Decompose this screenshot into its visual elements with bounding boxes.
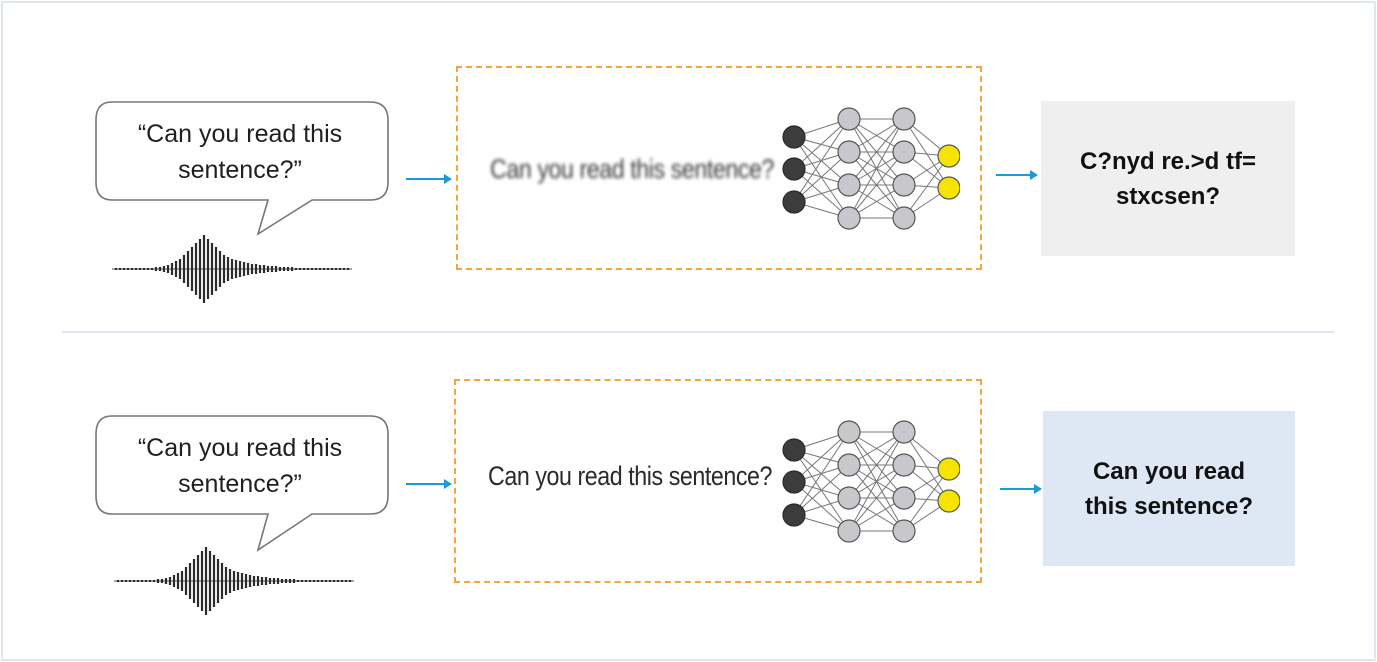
nn-input-node (782, 438, 806, 462)
nn-edge (848, 431, 905, 532)
nn-output-node (937, 144, 960, 168)
sound-wave-icon (112, 235, 352, 303)
nn-edge (848, 464, 905, 532)
speech-bubble-shape (95, 101, 389, 236)
nn-hidden-node (837, 140, 861, 164)
neural-network-icon (782, 420, 960, 543)
arrow-icon (1000, 484, 1042, 494)
nn-hidden-node (837, 173, 861, 197)
nn-edge (848, 118, 905, 186)
nn-edge (793, 431, 850, 516)
nn-edge (848, 118, 905, 219)
nn-hidden-node (837, 107, 861, 131)
nn-hidden-node (837, 420, 861, 444)
row-noisy-input: “Can you read this sentence?” Can you re… (0, 0, 1377, 303)
nn-edge (793, 464, 850, 516)
nn-input-node (782, 157, 806, 181)
nn-input-node (782, 190, 806, 214)
output-text: Can you read this sentence? (1084, 457, 1254, 520)
nn-hidden-node (837, 206, 861, 230)
nn-input-node (782, 503, 806, 527)
nn-hidden-node (892, 453, 916, 477)
arrow-icon (406, 479, 452, 489)
arrow-icon (996, 170, 1038, 180)
nn-edge (903, 155, 950, 219)
output-box: Can you read this sentence? (1043, 411, 1295, 566)
row-clean-input: “Can you read this sentence?” Can you re… (0, 0, 1377, 615)
nn-hidden-node (892, 486, 916, 510)
nn-edge (793, 151, 850, 203)
output-box: C?nyd re.>d tf= stxcsen? (1041, 101, 1295, 256)
nn-edge (848, 431, 905, 499)
model-box: Can you read this sentence? (456, 66, 982, 270)
speech-text: “Can you read this sentence?” (137, 120, 343, 184)
neural-network-icon (782, 107, 960, 230)
output-text: C?nyd re.>d tf= stxcsen? (1079, 147, 1257, 210)
nn-edge (848, 151, 905, 219)
model-box: Can you read this sentence? (454, 379, 982, 583)
nn-hidden-node (892, 107, 916, 131)
nn-hidden-node (892, 206, 916, 230)
model-input-text: Can you read this sentence? (488, 461, 773, 491)
nn-edge (793, 118, 850, 203)
nn-hidden-node (837, 486, 861, 510)
nn-input-node (782, 125, 806, 149)
speech-bubble-shape (95, 415, 389, 552)
nn-hidden-node (892, 173, 916, 197)
arrow-icon (406, 174, 452, 184)
nn-input-node (782, 470, 806, 494)
nn-hidden-node (892, 420, 916, 444)
nn-output-node (937, 457, 960, 481)
nn-edge (793, 118, 850, 170)
nn-hidden-node (837, 519, 861, 543)
nn-hidden-node (837, 453, 861, 477)
speech-text: “Can you read this sentence?” (137, 434, 343, 498)
sound-wave-icon (114, 547, 354, 615)
nn-output-node (937, 489, 960, 513)
nn-hidden-node (892, 519, 916, 543)
model-input-text: Can you read this sentence? (490, 154, 775, 184)
nn-hidden-node (892, 140, 916, 164)
divider (62, 331, 1334, 333)
nn-output-node (937, 176, 960, 200)
nn-edge (903, 468, 950, 532)
nn-edge (793, 431, 850, 483)
